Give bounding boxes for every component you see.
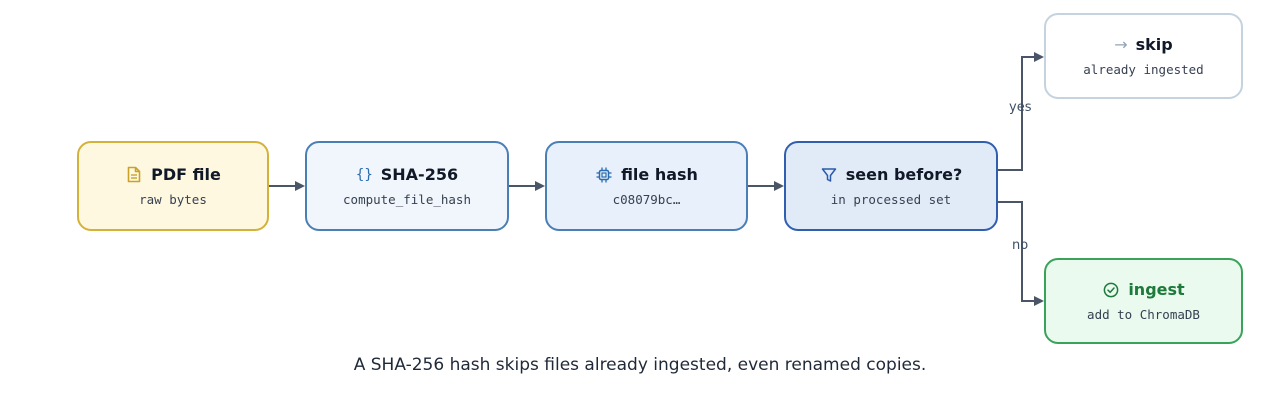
node-subtitle: raw bytes <box>139 192 207 207</box>
chip-icon <box>595 166 613 184</box>
node-subtitle: in processed set <box>830 192 952 207</box>
node-seen-before-decision: seen before? in processed set <box>784 141 998 231</box>
node-subtitle: c08079bc… <box>612 192 681 207</box>
braces-icon: {} <box>355 166 373 183</box>
edge-seen-to-skip <box>998 52 1044 171</box>
node-title: SHA-256 <box>380 165 459 184</box>
document-icon <box>125 166 143 184</box>
edge-label-yes: yes <box>1009 100 1032 115</box>
node-subtitle: add to ChromaDB <box>1087 307 1200 322</box>
node-sha-256: {} SHA-256 compute_file_hash <box>305 141 509 231</box>
node-file-hash: file hash c08079bc… <box>545 141 748 231</box>
node-title: skip <box>1135 35 1173 54</box>
node-title: file hash <box>621 165 698 184</box>
node-skip: → skip already ingested <box>1044 13 1243 99</box>
edge-label-no: no <box>1012 238 1029 253</box>
node-pdf-file: PDF file raw bytes <box>77 141 269 231</box>
check-circle-icon <box>1102 281 1120 299</box>
node-subtitle: compute_file_hash <box>343 192 471 207</box>
arrow-right-icon: → <box>1114 35 1128 54</box>
edge-seen-to-ingest <box>998 201 1044 306</box>
node-title: PDF file <box>151 165 221 184</box>
node-title: ingest <box>1128 280 1185 299</box>
node-subtitle: already ingested <box>1083 62 1204 77</box>
filter-icon <box>820 166 838 184</box>
diagram-caption: A SHA-256 hash skips files already inges… <box>353 355 927 375</box>
node-ingest: ingest add to ChromaDB <box>1044 258 1243 344</box>
node-title: seen before? <box>845 165 963 184</box>
